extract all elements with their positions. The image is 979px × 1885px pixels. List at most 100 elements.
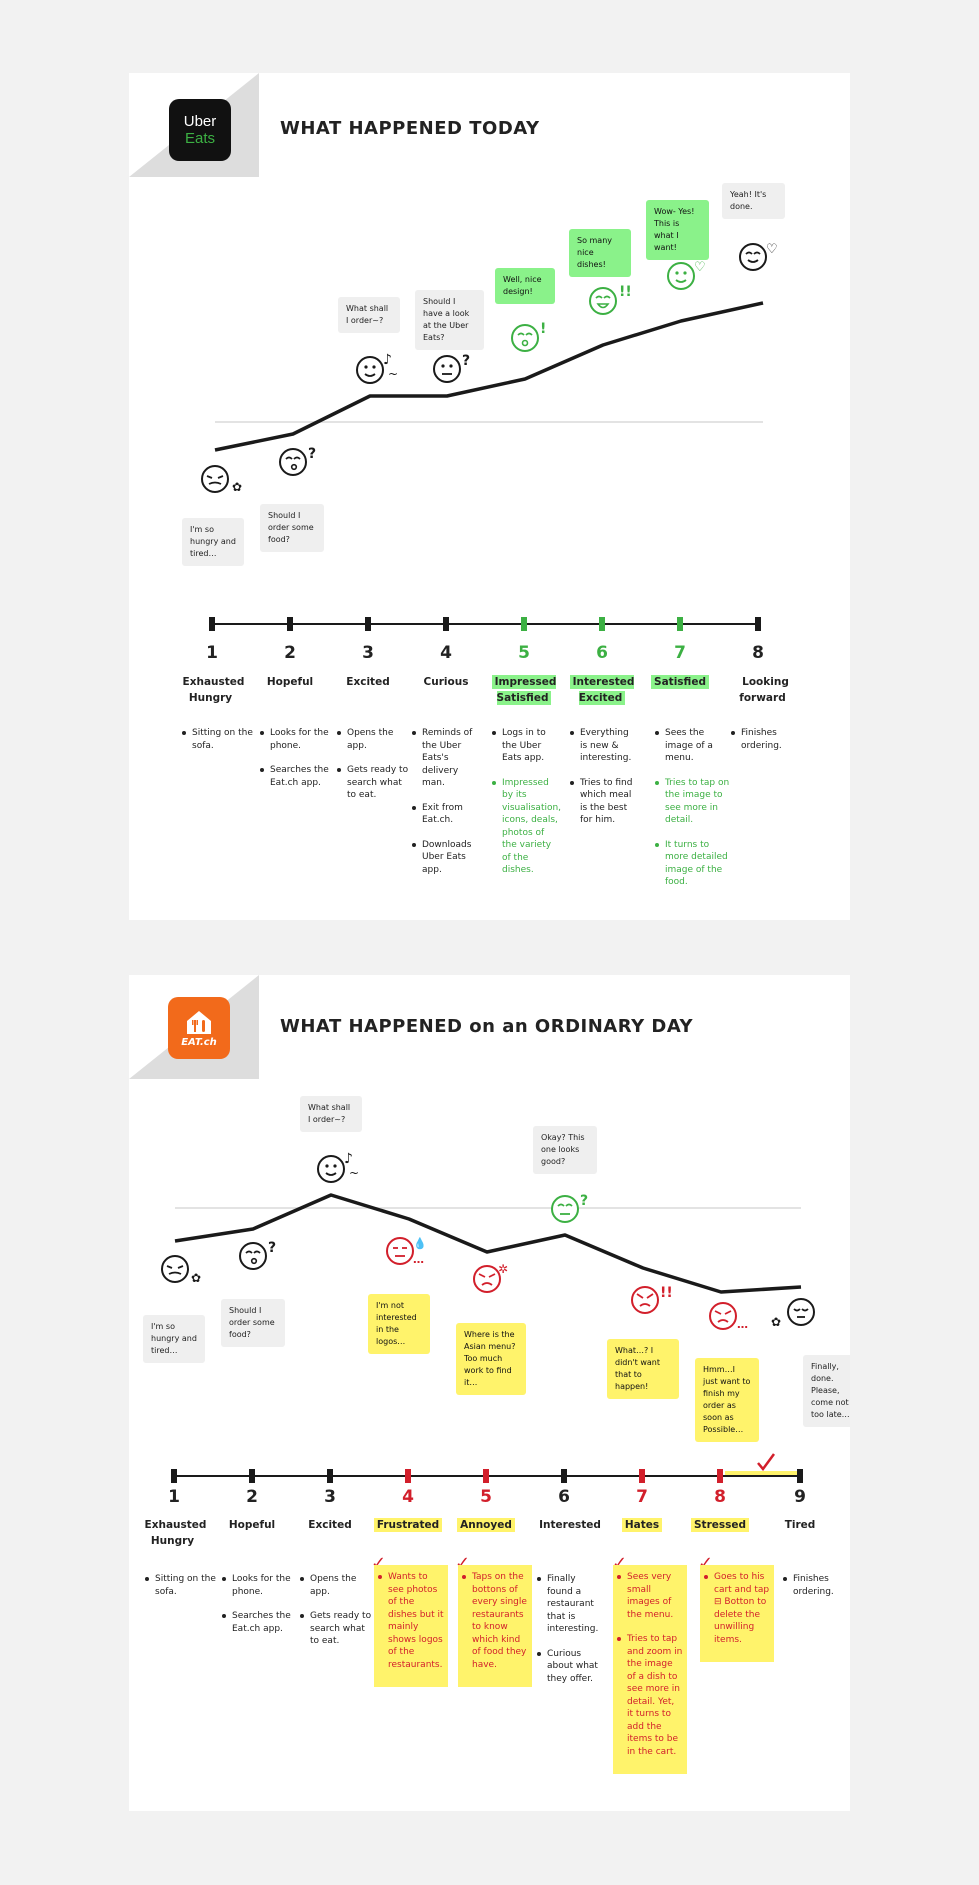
note-item: Opens the app. — [337, 727, 411, 752]
angry-face-icon: !! — [631, 1285, 673, 1314]
svg-text:!!: !! — [619, 284, 632, 300]
stage-number: 2 — [284, 643, 296, 663]
timeline-ticks — [171, 1469, 803, 1483]
stage-label: Frustrated — [363, 1517, 453, 1533]
stage-notes: Opens the app. Gets ready to search what… — [337, 727, 411, 814]
svg-text:♪: ♪ — [383, 352, 392, 368]
stage-label: Hopeful — [266, 676, 314, 688]
svg-text:?: ? — [580, 1193, 588, 1209]
stage-number: 5 — [480, 1487, 492, 1507]
stage-number: 9 — [794, 1487, 806, 1507]
speech-bubble: Should I have a look at the Uber Eats? — [415, 290, 484, 350]
svg-text:!!: !! — [660, 1285, 673, 1301]
annoyed-face-icon: ✲ — [473, 1262, 508, 1293]
note-item: Everything is new & interesting. — [570, 727, 636, 765]
smile-face-icon: ♡ — [667, 260, 706, 290]
svg-text:♪: ♪ — [344, 1151, 353, 1167]
stage-label: Exhausted Hungry — [182, 676, 245, 704]
page-title: WHAT HAPPENED on an ORDINARY DAY — [280, 1016, 694, 1037]
house-fork-icon — [187, 1010, 211, 1034]
happy-face-icon: ♪ ~ — [356, 352, 398, 384]
stage-label: Looking forward — [739, 676, 789, 704]
speech-bubble: Okay? This one looks good? — [533, 1126, 597, 1174]
stage-number: 8 — [714, 1487, 726, 1507]
stage-number: 3 — [362, 643, 374, 663]
stage-notes: Taps on the bottons of every single rest… — [458, 1565, 532, 1687]
excited-face-icon: !! — [589, 284, 632, 315]
stage-notes: Reminds of the Uber Eats's delivery man.… — [412, 727, 474, 888]
stage-notes: Wants to see photos of the dishes but it… — [374, 1565, 448, 1687]
stage-notes: Logs in to the Uber Eats app. Impressed … — [492, 727, 561, 889]
stage-number: 1 — [168, 1487, 180, 1507]
speech-bubble: So many nice dishes! — [569, 229, 631, 277]
speech-bubble: I'm so hungry and tired… — [143, 1315, 205, 1363]
note-item: Sees the image of a menu. — [655, 727, 731, 765]
stage-notes: Opens the app. Gets ready to search what… — [300, 1573, 374, 1660]
stage-number: 5 — [518, 643, 530, 663]
note-item: Finally found a restaurant that is inter… — [537, 1573, 603, 1636]
stage-number: 4 — [402, 1487, 414, 1507]
stressed-face-icon: … — [709, 1302, 748, 1331]
speech-bubble: What shall I order~? — [338, 297, 400, 333]
stage-number: 7 — [674, 643, 686, 663]
note-item: Searches the Eat.ch app. — [260, 764, 334, 789]
stage-number: 8 — [752, 643, 764, 663]
speech-bubble: Finally, done. Please, come not too late… — [803, 1355, 850, 1427]
note-item: Tries to tap on the image to see more in… — [655, 777, 731, 827]
wow-face-icon: ! — [511, 321, 546, 352]
svg-text:💧: 💧 — [413, 1237, 427, 1250]
note-item: Exit from Eat.ch. — [412, 802, 474, 827]
thinking-face-icon: ? — [239, 1240, 276, 1270]
svg-text:!: ! — [540, 321, 546, 337]
note-item: Opens the app. — [300, 1573, 374, 1598]
ordinary-card: EAT.ch WHAT HAPPENED on an ORDINARY DAY … — [129, 975, 850, 1811]
stage-notes: Finishes ordering. — [783, 1573, 843, 1610]
note-item: Taps on the bottons of every single rest… — [462, 1571, 528, 1671]
note-item: Gets ready to search what to eat. — [337, 764, 411, 802]
journey-graph: ✿ ? ♪ ~ ? ! — [201, 242, 778, 631]
note-item: Curious about what they offer. — [537, 1648, 603, 1686]
timeline-ticks — [209, 617, 761, 631]
stage-number: 3 — [324, 1487, 336, 1507]
stage-number: 4 — [440, 643, 452, 663]
today-card: Uber Eats WHAT HAPPENED TODAY ✿ ? ♪ ~ — [129, 73, 850, 920]
note-item: Logs in to the Uber Eats app. — [492, 727, 558, 765]
speech-bubble: Should I order some food? — [260, 504, 324, 552]
uber-eats-logo: Uber Eats — [169, 99, 231, 161]
svg-text:✿: ✿ — [191, 1271, 201, 1285]
note-item: Goes to his cart and tap ⊟ Botton to del… — [704, 1571, 770, 1646]
note-item: Finishes ordering. — [783, 1573, 843, 1598]
speech-bubble: Well, nice design! — [495, 268, 555, 304]
stage-notes: Sitting on the sofa. — [145, 1573, 219, 1610]
svg-text:~: ~ — [349, 1166, 359, 1180]
sad-face-icon: 💧 … — [386, 1237, 427, 1266]
speech-bubble: What shall I order~? — [300, 1096, 362, 1132]
note-item: Sees very small images of the menu. — [617, 1571, 683, 1621]
stage-label: Curious — [423, 676, 469, 688]
speech-bubble: I'm not interested in the logos… — [368, 1294, 430, 1354]
stage-number: 7 — [636, 1487, 648, 1507]
svg-text:✿: ✿ — [232, 480, 242, 494]
tired-face-icon: ✿ — [771, 1298, 815, 1329]
stage-notes: Everything is new & interesting. Tries t… — [570, 727, 636, 839]
happy-face-icon: ♪ ~ — [317, 1151, 359, 1183]
stage-label: Tired — [784, 1519, 816, 1531]
svg-text:✿: ✿ — [771, 1315, 781, 1329]
stage-notes: Finally found a restaurant that is inter… — [537, 1573, 603, 1697]
journey-line — [174, 1193, 802, 1294]
stage-label: Hopeful — [228, 1519, 276, 1531]
stage-notes: Looks for the phone. Searches the Eat.ch… — [260, 727, 334, 801]
stage-label: Excited — [346, 676, 390, 688]
stage-notes: Looks for the phone. Searches the Eat.ch… — [222, 1573, 296, 1647]
stage-number: 1 — [206, 643, 218, 663]
stage-number: 6 — [558, 1487, 570, 1507]
journey-graph: ✿ ? ♪ ~ 💧 … ✲ — [161, 1151, 815, 1483]
stage-label: Satisfied — [635, 674, 725, 690]
svg-text:?: ? — [308, 446, 316, 462]
note-item: It turns to more detailed image of the f… — [655, 839, 731, 889]
thinking-face-icon: ? — [279, 446, 316, 476]
stage-notes: Finishes ordering. — [731, 727, 805, 764]
stage-label: Hates — [597, 1517, 687, 1533]
speech-bubble: Should I order some food? — [221, 1299, 285, 1347]
stage-label: Impressed Satisfied — [479, 674, 569, 706]
